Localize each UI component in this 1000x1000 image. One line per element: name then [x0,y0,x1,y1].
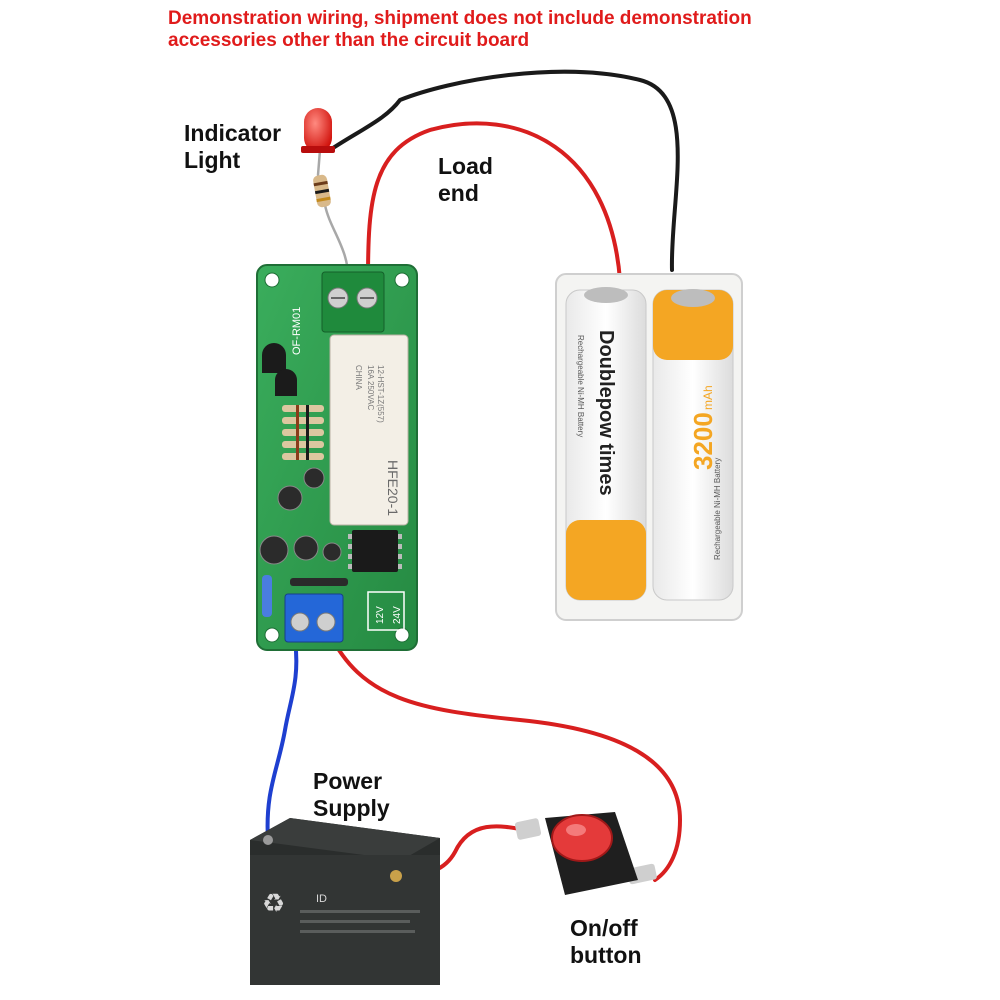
relay-rating: 16A 250VAC [366,365,375,410]
wire-load-red [366,121,622,282]
indicator-light-label: Indicator Light [184,120,282,173]
battery-left: Doublepow times Rechargeable Ni-MH Batte… [565,287,647,601]
battery-type-right: Rechargeable Ni-MH Battery [713,458,722,560]
recycle-icon: ♻ [262,889,285,919]
power-supply-brand: ID [316,893,327,905]
notice-line-1: Demonstration wiring, shipment does not … [168,8,752,29]
power-supply-label: Power Supply [313,768,390,821]
capacitors [259,467,342,565]
battery-holder: Doublepow times Rechargeable Ni-MH Batte… [555,273,743,621]
power-terminal-block [284,593,344,643]
battery-unit: mAh [701,385,715,410]
voltage-12v-label: 12V [375,606,386,624]
voltage-24v-label: 24V [392,606,403,624]
led-resistor [313,174,331,208]
resistor-bank [282,405,324,460]
load-end-label: Load end [438,153,493,206]
relay-origin: CHINA [354,365,363,391]
battery-right: 3200 mAh Rechargeable Ni-MH Battery [652,289,734,601]
push-button [514,812,657,895]
wire-led-to-battery-black [328,69,680,272]
ic-chip [348,530,402,572]
wire-led-lead [316,148,350,284]
load-terminal-block [321,271,385,333]
wire-switch-red [326,628,683,882]
relay-code: 12-HST-1Z(557) [376,365,385,423]
battery-brand: Doublepow times [595,330,617,496]
transistors [262,343,297,396]
relay: HFE20-1 16A 250VAC CHINA 12-HST-1Z(557) [329,334,409,526]
board-model-tag: OF-RM01 [291,307,303,355]
demonstration-notice: Demonstration wiring, shipment does not … [168,8,848,52]
relay-model: HFE20-1 [385,460,401,516]
battery-capacity: 3200 [688,412,718,470]
power-supply: ♻ ID [250,818,440,985]
indicator-led [301,108,335,153]
circuit-board: HFE20-1 16A 250VAC CHINA 12-HST-1Z(557) … [256,264,418,651]
wire-power-blue [265,638,299,842]
notice-line-2: accessories other than the circuit board [168,30,530,51]
battery-type-left: Rechargeable Ni-MH Battery [576,335,585,437]
voltage-jumper: 12V 24V [367,591,405,631]
on-off-button-label: On/off button [570,915,642,968]
